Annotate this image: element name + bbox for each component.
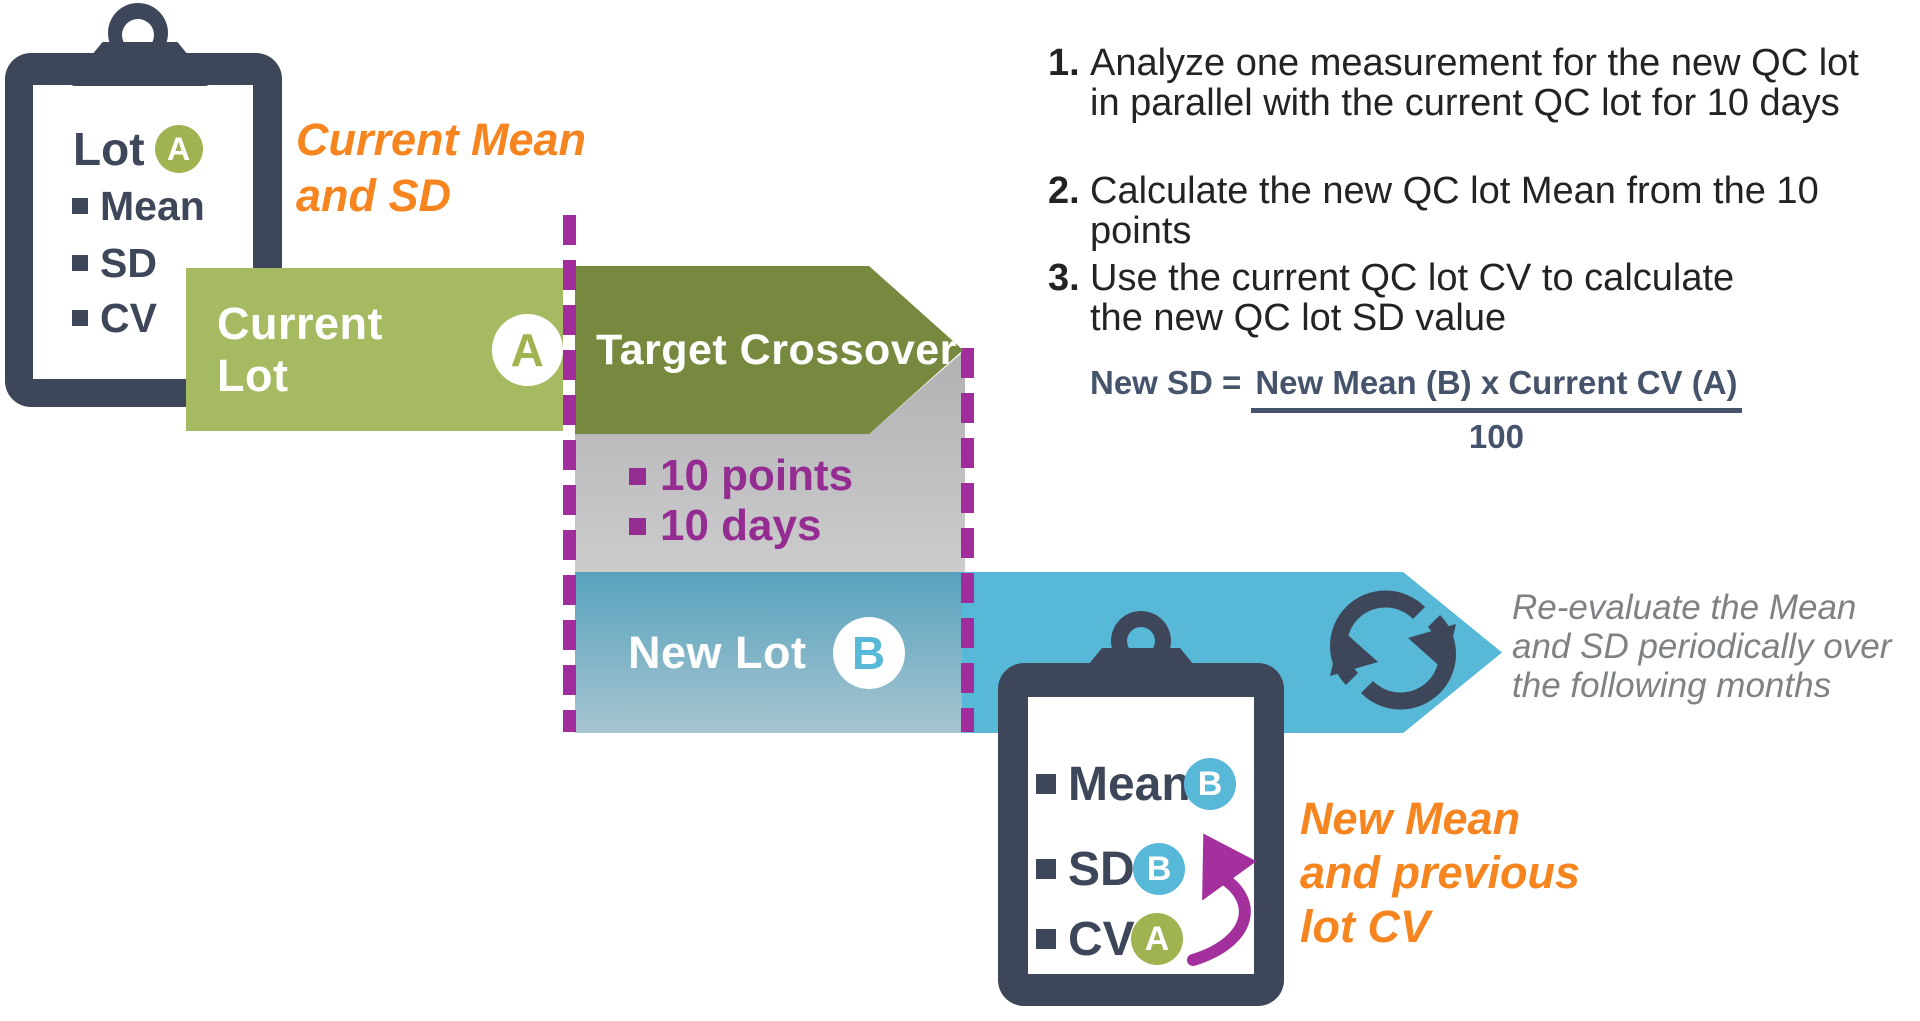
clipboard-clip-base: [1066, 680, 1216, 696]
caption-line: New Mean: [1300, 793, 1521, 844]
square-bullet-icon: [1036, 774, 1056, 794]
square-bullet-icon: [1036, 859, 1056, 879]
lot-a-title-row: Lot A: [73, 122, 203, 176]
step-line: Use the current QC lot CV to calculate: [1090, 257, 1735, 299]
caption-current-mean-sd: Current Mean and SD: [296, 112, 586, 224]
crossover-dashed-line-right: [961, 348, 974, 732]
current-lot-label: Current Lot: [217, 297, 384, 401]
caption-line: and previous: [1300, 847, 1581, 898]
new-lot-box: New Lot B: [575, 572, 962, 733]
target-crossover-label: Target Crossover: [596, 325, 957, 374]
new-lot-label: New Lot: [628, 626, 807, 678]
note-line: the following months: [1512, 666, 1832, 705]
formula-lhs: New SD =: [1090, 364, 1242, 401]
reevaluate-note: Re-evaluate the Mean and SD periodically…: [1512, 588, 1891, 705]
note-text: 10 days: [660, 501, 822, 550]
current-lot-bar: Current Lot A: [186, 268, 563, 431]
step-1: 1. Analyze one measurement for the new Q…: [1048, 43, 1859, 123]
step-number: 1.: [1048, 42, 1080, 84]
mean-b-badge: B: [1184, 758, 1236, 810]
clipboard-clip-base: [68, 72, 212, 86]
list-item: CV: [72, 295, 157, 341]
caption-line: lot CV: [1300, 901, 1430, 952]
target-crossover-arrow: Target Crossover: [575, 266, 963, 434]
caption-line: and SD: [296, 170, 452, 221]
square-bullet-icon: [72, 198, 88, 214]
caption-new-mean-cv: New Mean and previous lot CV: [1300, 792, 1580, 954]
list-item: SD: [72, 240, 157, 286]
step-line: the new QC lot SD value: [1090, 297, 1507, 339]
clipboard-a-item-cv: CV: [100, 294, 157, 341]
new-sd-formula: New SD = New Mean (B) x Current CV (A) 1…: [1090, 364, 1742, 456]
caption-line: Current Mean: [296, 114, 587, 165]
clipboard-a-item-mean: Mean: [100, 182, 205, 229]
lot-a-title: Lot: [73, 123, 145, 175]
step-number: 3.: [1048, 257, 1080, 299]
note-line: and SD periodically over: [1512, 627, 1892, 666]
clipboard-a-item-sd: SD: [100, 239, 157, 286]
square-bullet-icon: [72, 310, 88, 326]
step-line: Calculate the new QC lot Mean from the 1…: [1090, 170, 1819, 252]
clipboard-b-item-cv: CV: [1068, 912, 1135, 966]
list-item: CV: [1036, 912, 1135, 966]
list-item: Mean: [72, 183, 205, 229]
formula-numerator: New Mean (B) x Current CV (A): [1251, 364, 1742, 413]
list-item: SD: [1036, 842, 1135, 896]
square-bullet-icon: [629, 517, 646, 535]
clipboard-b-item-sd: SD: [1068, 842, 1135, 896]
step-line: Analyze one measurement for the new QC l…: [1090, 42, 1859, 84]
step-line: in parallel with the current QC lot for …: [1090, 82, 1840, 124]
step-2: 2. Calculate the new QC lot Mean from th…: [1048, 171, 1920, 251]
formula-denominator: 100: [1468, 418, 1524, 455]
step-number: 2.: [1048, 170, 1080, 212]
note-line: Re-evaluate the Mean: [1512, 588, 1857, 627]
formula-fraction: New Mean (B) x Current CV (A) 100: [1251, 364, 1742, 456]
note-10-days: 10 days: [629, 501, 822, 550]
note-10-points: 10 points: [629, 451, 854, 500]
note-text: 10 points: [660, 451, 854, 500]
list-item: Mean: [1036, 757, 1191, 811]
new-lot-badge: B: [832, 616, 905, 689]
square-bullet-icon: [72, 255, 88, 271]
current-lot-badge: A: [491, 313, 563, 386]
crossover-dashed-line-left: [563, 215, 576, 732]
step-3: 3. Use the current QC lot CV to calculat…: [1048, 258, 1734, 338]
clipboard-b-item-mean: Mean: [1068, 757, 1191, 811]
square-bullet-icon: [629, 467, 646, 485]
sd-b-badge: B: [1133, 843, 1185, 895]
cv-a-badge: A: [1131, 913, 1183, 965]
lot-a-badge: A: [154, 125, 203, 173]
square-bullet-icon: [1036, 929, 1056, 949]
